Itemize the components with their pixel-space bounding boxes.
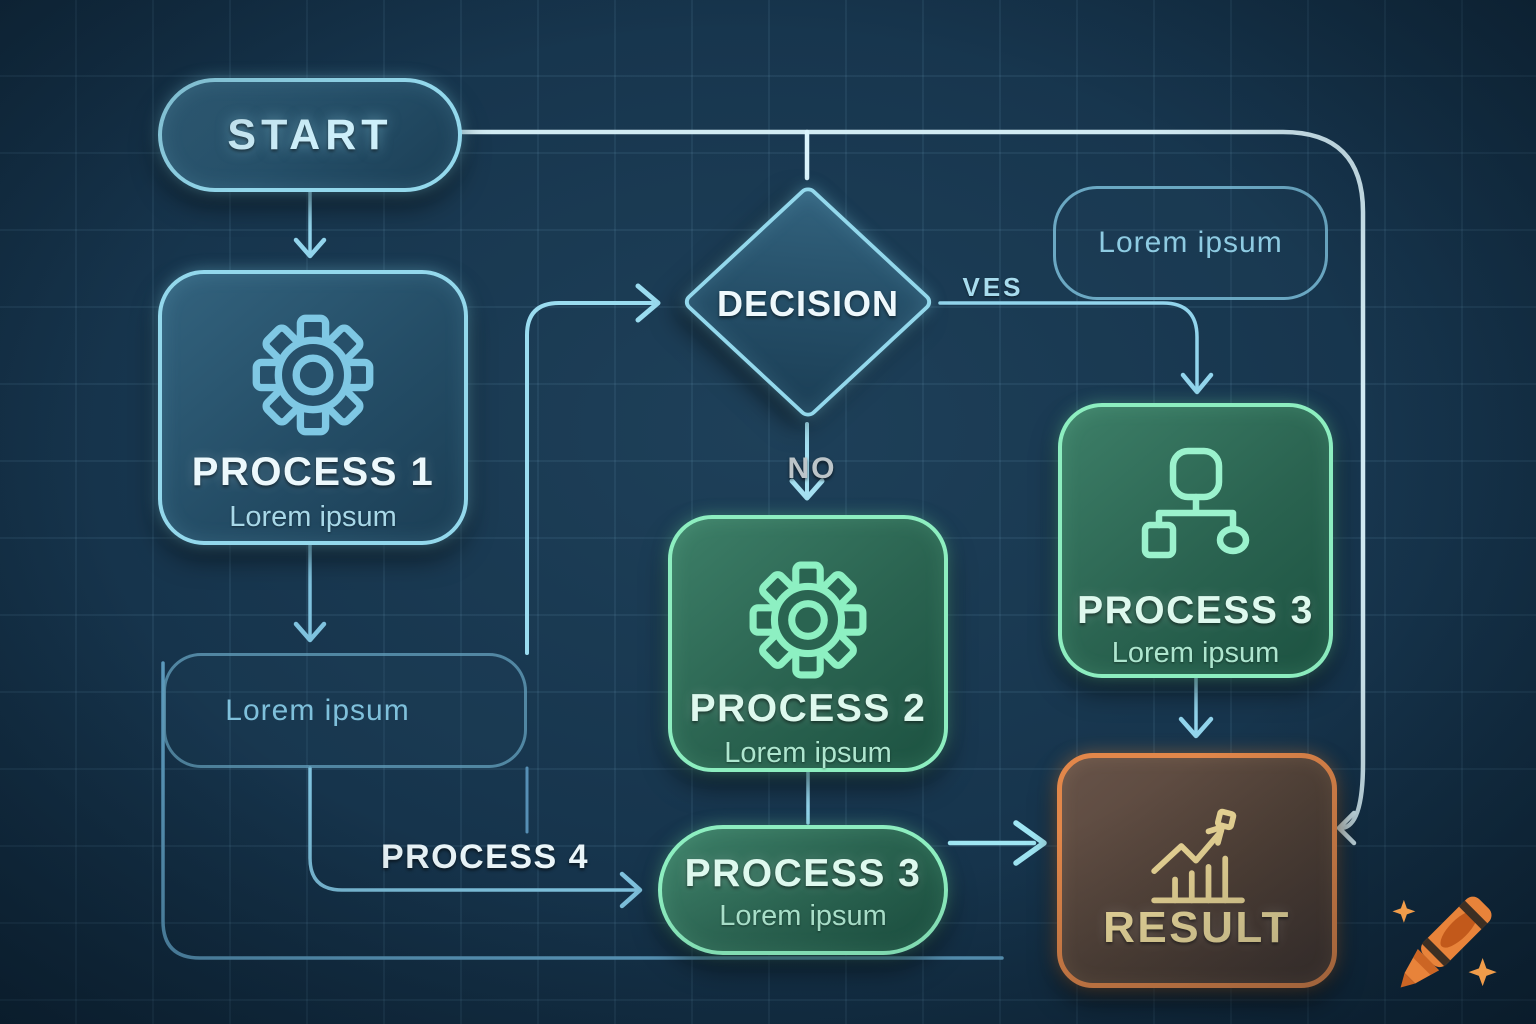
chart-icon [1140,800,1255,915]
process1-subtitle: Lorem ipsum [229,501,397,533]
result-node: RESULT [1057,753,1337,988]
gear-icon [250,312,376,438]
edge-label-yes: VES [962,272,1024,302]
crayon-icon [1372,868,1522,1018]
edge-decision-no [789,422,825,501]
decision-label: DECISION [716,283,900,324]
process1-node: PROCESS 1 Lorem ipsum [158,270,468,545]
note-left: Lorem ipsum [163,653,527,768]
edge-label-process4: PROCESS 4 [380,838,590,876]
process1-title: PROCESS 1 [191,450,435,494]
note-top-right-label: Lorem ipsum [1098,226,1283,259]
process3-right-title: PROCESS 3 [1077,589,1314,632]
process3-right-node: PROCESS 3 Lorem ipsum [1058,403,1333,678]
edge-decision-yes [938,301,1214,395]
process3-bottom-subtitle: Lorem ipsum [719,899,887,932]
edge-process4 [308,766,643,909]
edge-start-to-result [459,129,1366,846]
start-node: START [158,78,462,192]
process2-subtitle: Lorem ipsum [724,737,892,769]
edge-label-no: NO [787,452,837,485]
edge-pill-to-result [947,820,1047,866]
start-label: START [227,110,393,159]
note-top-right: Lorem ipsum [1053,186,1328,300]
edge-start-to-process1 [293,190,327,259]
process3-right-subtitle: Lorem ipsum [1111,637,1280,669]
process2-title: PROCESS 2 [689,687,927,730]
edge-note-to-decision [525,283,661,655]
hierarchy-icon [1121,443,1271,573]
edge-process1-to-note [293,543,327,643]
process3-bottom-title: PROCESS 3 [684,851,922,895]
edge-bottom-loop [161,661,1004,960]
process2-node: PROCESS 2 Lorem ipsum [668,515,948,772]
edge-process3-to-result [1178,676,1214,739]
result-title: RESULT [1103,903,1291,952]
note-left-label: Lorem ipsum [225,693,410,727]
process3-bottom-node: PROCESS 3 Lorem ipsum [658,825,948,955]
gear-icon [747,559,869,681]
